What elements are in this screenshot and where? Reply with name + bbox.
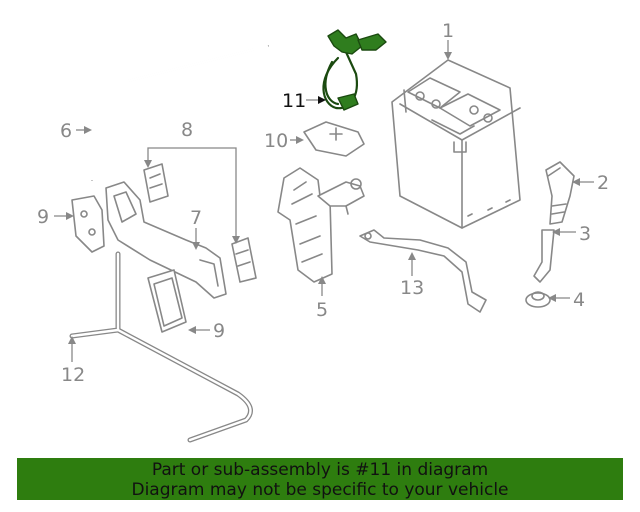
hose-part-3[interactable] <box>533 229 555 283</box>
clip-part-8a[interactable] <box>143 163 169 203</box>
rod-part-6[interactable] <box>90 44 269 181</box>
rod-part-12[interactable] <box>69 251 253 443</box>
banner-line-2: Diagram may not be specific to your vehi… <box>131 480 509 500</box>
callout-10: 10 <box>264 130 288 152</box>
callout-9a: 9 <box>37 206 49 228</box>
callout-5: 5 <box>316 299 328 321</box>
callout-9b: 9 <box>213 320 225 342</box>
callout-4: 4 <box>573 289 585 311</box>
callout-12: 12 <box>61 364 85 386</box>
cable-part-11[interactable] <box>322 29 387 111</box>
callout-3: 3 <box>579 223 591 245</box>
bracket-part-7[interactable] <box>105 181 227 299</box>
callout-2: 2 <box>597 172 609 194</box>
callout-1: 1 <box>442 20 454 42</box>
cover-part-9b[interactable] <box>147 269 187 333</box>
callout-7: 7 <box>190 207 202 229</box>
battery-part-1[interactable] <box>391 59 521 229</box>
parts-diagram: 1 2 3 4 5 6 7 8 9 9 10 11 12 13 <box>37 20 609 443</box>
arrowheads <box>66 52 580 344</box>
callout-8: 8 <box>181 119 193 141</box>
clip-part-8b[interactable] <box>231 237 257 283</box>
fuse-box-part-5[interactable] <box>277 167 365 283</box>
callout-11: 11 <box>282 90 306 112</box>
ground-strap-part-13[interactable] <box>359 229 487 313</box>
grommet-part-4[interactable] <box>525 291 551 308</box>
callout-6: 6 <box>60 120 72 142</box>
callout-13: 13 <box>400 277 424 299</box>
info-banner: Part or sub-assembly is #11 in diagram D… <box>17 458 623 500</box>
vent-elbow-part-2[interactable] <box>545 161 575 225</box>
banner-line-1: Part or sub-assembly is #11 in diagram <box>151 460 489 480</box>
cap-part-10[interactable] <box>303 121 365 157</box>
bracket-part-9a[interactable] <box>71 195 105 253</box>
